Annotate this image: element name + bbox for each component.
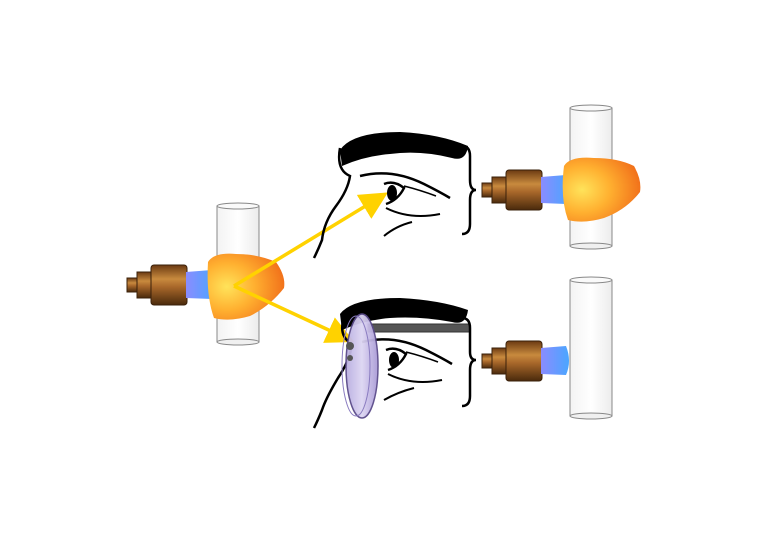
source-assembly (126, 202, 285, 346)
light-ray-arrow-icon (233, 284, 355, 343)
brace-icon (461, 316, 477, 408)
cobalt-glass-filter-icon (341, 313, 379, 419)
brace-icon (461, 144, 477, 236)
eyebrow (340, 132, 468, 166)
filter-arm (367, 323, 471, 333)
result-burner-orange-flame-icon (481, 104, 641, 250)
glass-tube-icon (569, 276, 613, 420)
viewer-eye-with-filter-icon (312, 298, 471, 429)
source-burner-icon (126, 264, 188, 306)
eyebrow (340, 298, 468, 330)
viewer-eye-icon (312, 132, 468, 259)
source-flame-icon (207, 253, 285, 320)
light-ray-arrow-icon (233, 192, 388, 288)
result-burner-blue-flame-icon (481, 276, 613, 420)
light-ray-arrows (233, 192, 388, 343)
